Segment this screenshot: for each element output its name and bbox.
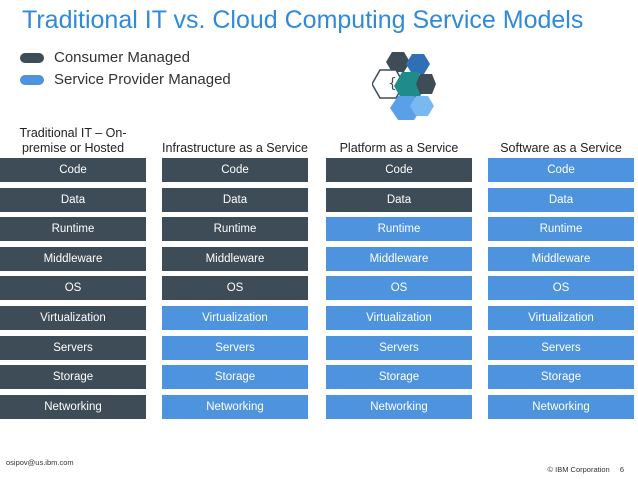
layer: Virtualization: [488, 305, 634, 330]
layer: Runtime: [488, 217, 634, 242]
layer: Storage: [488, 365, 634, 390]
layer: OS: [0, 276, 146, 301]
layer: Storage: [326, 365, 472, 390]
layer: Networking: [326, 394, 472, 419]
layer-stack: Code Data Runtime Middleware OS Virtuali…: [0, 158, 146, 419]
column-saas: Software as a Service Code Data Runtime …: [488, 124, 634, 424]
column-iaas: Infrastructure as a Service Code Data Ru…: [162, 124, 308, 424]
footer-copyright: © IBM Corporation 6: [540, 465, 624, 474]
column-heading: Infrastructure as a Service: [162, 141, 308, 155]
legend-consumer-label: Consumer Managed: [54, 49, 190, 66]
layer: Code: [488, 158, 634, 182]
layer: Networking: [0, 394, 146, 419]
svg-text:{: {: [388, 76, 397, 92]
page-title: Traditional IT vs. Cloud Computing Servi…: [22, 6, 584, 34]
column-heading: Traditional IT – On-premise or Hosted: [19, 126, 127, 155]
layer: Data: [0, 187, 146, 212]
layer-stack: Code Data Runtime Middleware OS Virtuali…: [488, 158, 634, 419]
layer-stack: Code Data Runtime Middleware OS Virtuali…: [162, 158, 308, 419]
layer: Networking: [488, 394, 634, 419]
layer: Virtualization: [326, 305, 472, 330]
layer: Storage: [162, 365, 308, 390]
column-heading: Platform as a Service: [339, 141, 459, 155]
legend-provider: Service Provider Managed: [20, 71, 231, 88]
layer-stack: Code Data Runtime Middleware OS Virtuali…: [326, 158, 472, 419]
layer: Servers: [488, 335, 634, 360]
layer: Code: [162, 158, 308, 182]
legend-consumer: Consumer Managed: [20, 49, 190, 66]
layer: Middleware: [488, 246, 634, 271]
layer: Data: [326, 187, 472, 212]
layer: Runtime: [162, 217, 308, 242]
copyright-text: © IBM Corporation: [547, 465, 610, 474]
layer: Middleware: [326, 246, 472, 271]
layer: Networking: [162, 394, 308, 419]
layer: Runtime: [0, 217, 146, 242]
author-email: osipov@us.ibm.com: [6, 458, 74, 467]
layer: Data: [488, 187, 634, 212]
layer: OS: [488, 276, 634, 301]
layer: OS: [162, 276, 308, 301]
layer: Servers: [162, 335, 308, 360]
column-heading: Software as a Service: [500, 141, 622, 155]
hexagon-logo-icon: {: [372, 52, 436, 120]
page-number: 6: [619, 465, 624, 474]
layer: Servers: [326, 335, 472, 360]
layer: OS: [326, 276, 472, 301]
column-traditional-it: Traditional IT – On-premise or Hosted Co…: [0, 124, 146, 424]
layer: Servers: [0, 335, 146, 360]
layer: Virtualization: [162, 305, 308, 330]
layer: Virtualization: [0, 305, 146, 330]
consumer-swatch: [20, 52, 44, 63]
column-paas: Platform as a Service Code Data Runtime …: [326, 124, 472, 424]
layer: Code: [326, 158, 472, 182]
layer: Storage: [0, 365, 146, 390]
layer: Data: [162, 187, 308, 212]
layer: Code: [0, 158, 146, 182]
layer: Middleware: [162, 246, 308, 271]
layer: Runtime: [326, 217, 472, 242]
provider-swatch: [20, 74, 44, 85]
legend-provider-label: Service Provider Managed: [54, 71, 231, 88]
layer: Middleware: [0, 246, 146, 271]
